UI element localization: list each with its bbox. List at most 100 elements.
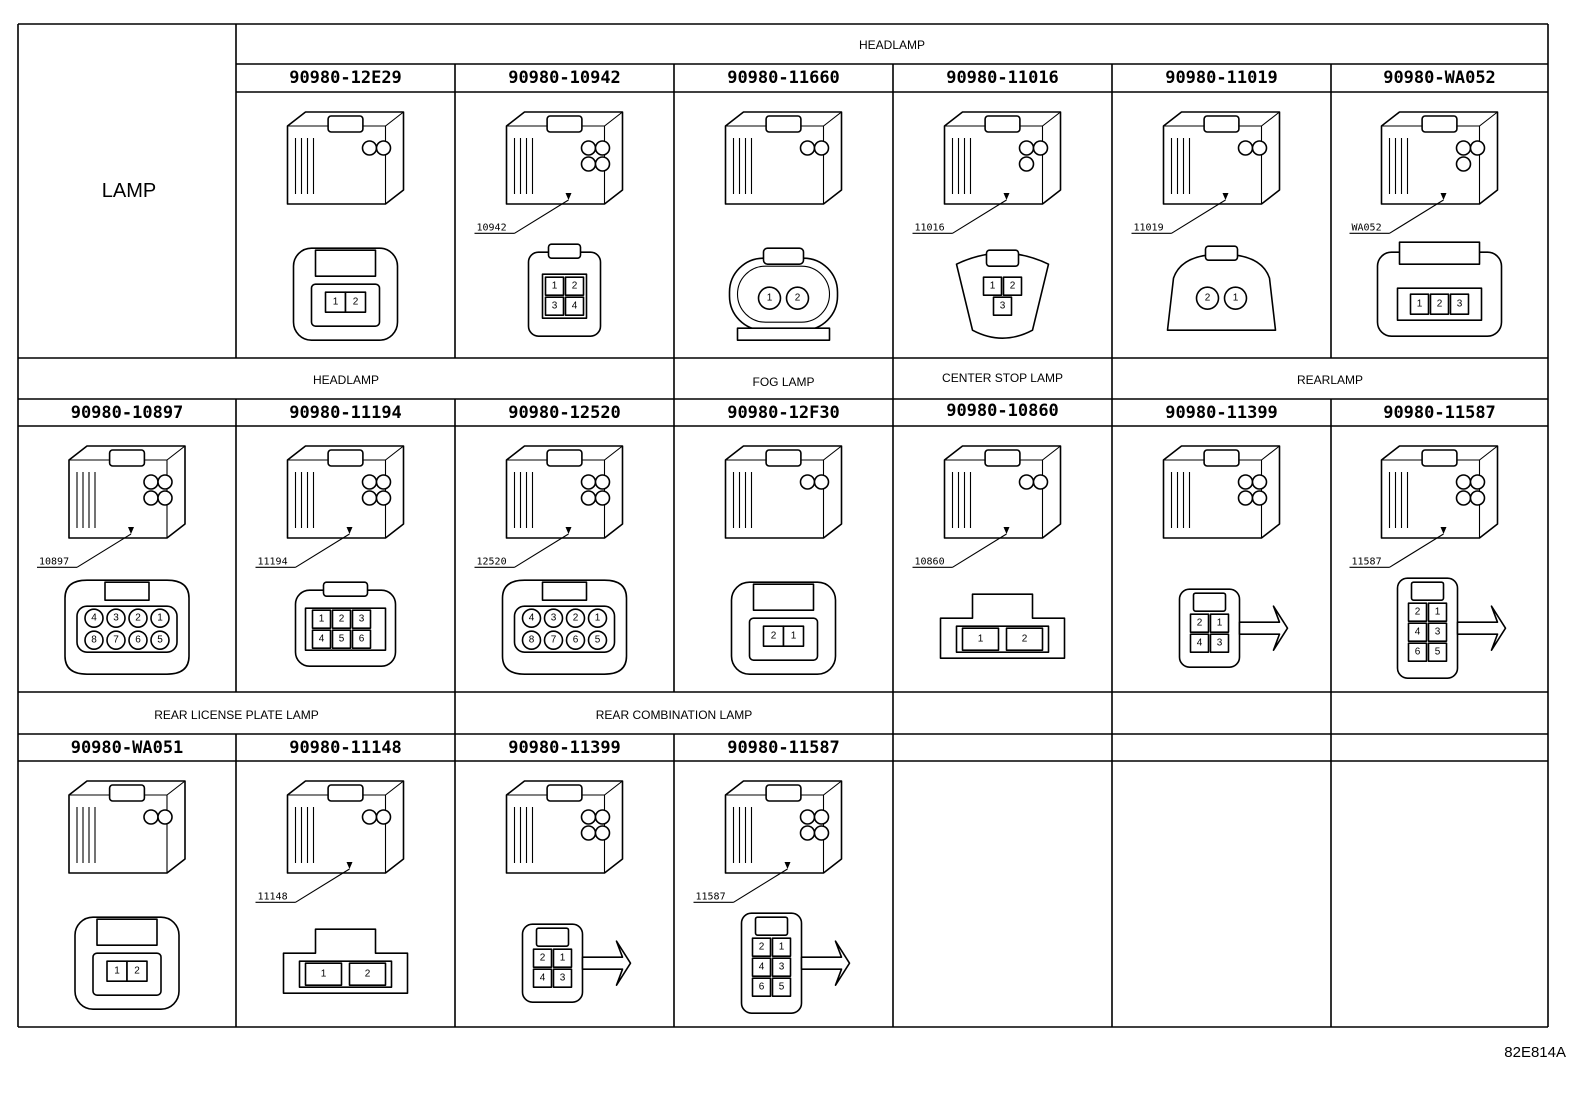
pin-number: 4 [91, 613, 97, 624]
pin-number: 2 [1022, 634, 1028, 645]
callout-label: 10897 [37, 527, 134, 568]
connector-housing [724, 445, 843, 539]
part-number: 90980-11016 [946, 68, 1059, 88]
svg-text:12520: 12520 [477, 556, 507, 567]
pin-number: 3 [552, 301, 558, 312]
pin-number: 2 [771, 631, 777, 642]
callout-label: 12520 [474, 527, 572, 568]
connector-detail [1455, 140, 1486, 172]
pin-number: 3 [1457, 299, 1463, 310]
svg-text:11587: 11587 [1352, 556, 1382, 567]
pin-number: 1 [779, 942, 785, 953]
table-title: LAMP [101, 180, 157, 202]
pin-number: 2 [365, 969, 371, 980]
connector-detail [361, 140, 392, 156]
callout-label: 11587 [1349, 527, 1447, 568]
pin-number: 2 [135, 613, 141, 624]
connector-housing [943, 445, 1062, 539]
pin-number: 8 [529, 635, 535, 646]
connector-detail [361, 474, 392, 506]
connector-detail [143, 809, 173, 825]
pin-number: 6 [1415, 647, 1421, 658]
part-number: 90980-11587 [1383, 403, 1496, 423]
pin-number: 4 [529, 613, 535, 624]
pin-number: 1 [560, 953, 566, 964]
pin-number: 2 [759, 942, 765, 953]
pin-number: 2 [795, 293, 801, 304]
pin-number: 2 [573, 613, 579, 624]
pin-number: 5 [1435, 647, 1441, 658]
section-headlamp-mid: HEADLAMP [312, 373, 380, 387]
connector-housing [724, 780, 843, 874]
pin-number: 5 [779, 982, 785, 993]
connector-detail [580, 809, 611, 841]
part-number: 90980-11019 [1165, 68, 1278, 88]
pin-number: 1 [114, 966, 120, 977]
section-rear-license-plate-lamp: REAR LICENSE PLATE LAMP [154, 708, 319, 722]
callout-label: 10942 [474, 193, 572, 234]
connector-housing [505, 111, 624, 205]
pin-number: 5 [595, 635, 601, 646]
pin-number: 3 [1217, 638, 1223, 649]
pin-number: 1 [1233, 293, 1239, 304]
pin-number: 1 [595, 613, 601, 624]
pin-number: 8 [91, 635, 97, 646]
connector-housing [505, 780, 624, 874]
part-number: 90980-11194 [289, 403, 402, 423]
part-number: 90980-11399 [508, 738, 621, 758]
pin-number: 4 [540, 973, 546, 984]
callout-label: WA052 [1349, 193, 1447, 234]
callout-label: 10860 [912, 527, 1010, 568]
connector-housing [68, 445, 186, 539]
part-number: 90980-WA051 [70, 738, 184, 758]
connector-detail [799, 140, 830, 156]
part-number: 90980-11399 [1165, 403, 1278, 423]
part-number: 90980-12520 [508, 403, 621, 423]
pin-number: 2 [1415, 607, 1421, 618]
connector-housing [1162, 445, 1281, 539]
connector-detail [143, 474, 173, 506]
pin-number: 2 [1205, 293, 1211, 304]
part-number: 90980-10860 [946, 401, 1059, 421]
part-number: 90980-12E29 [289, 68, 402, 88]
connector-detail [1018, 474, 1049, 490]
callout-label: 11194 [255, 527, 353, 568]
pin-number: 1 [1435, 607, 1441, 618]
pin-number: 4 [1415, 627, 1421, 638]
pin-number: 3 [359, 614, 365, 625]
connector-housing [68, 780, 186, 874]
connector-detail [1237, 474, 1268, 506]
pin-number: 3 [551, 613, 557, 624]
part-number: 90980-12F30 [727, 403, 840, 423]
svg-text:10897: 10897 [39, 556, 69, 567]
pin-number: 1 [552, 281, 558, 292]
connector-detail [799, 474, 830, 490]
svg-text:10860: 10860 [915, 556, 945, 567]
part-number: 90980-11660 [727, 68, 840, 88]
